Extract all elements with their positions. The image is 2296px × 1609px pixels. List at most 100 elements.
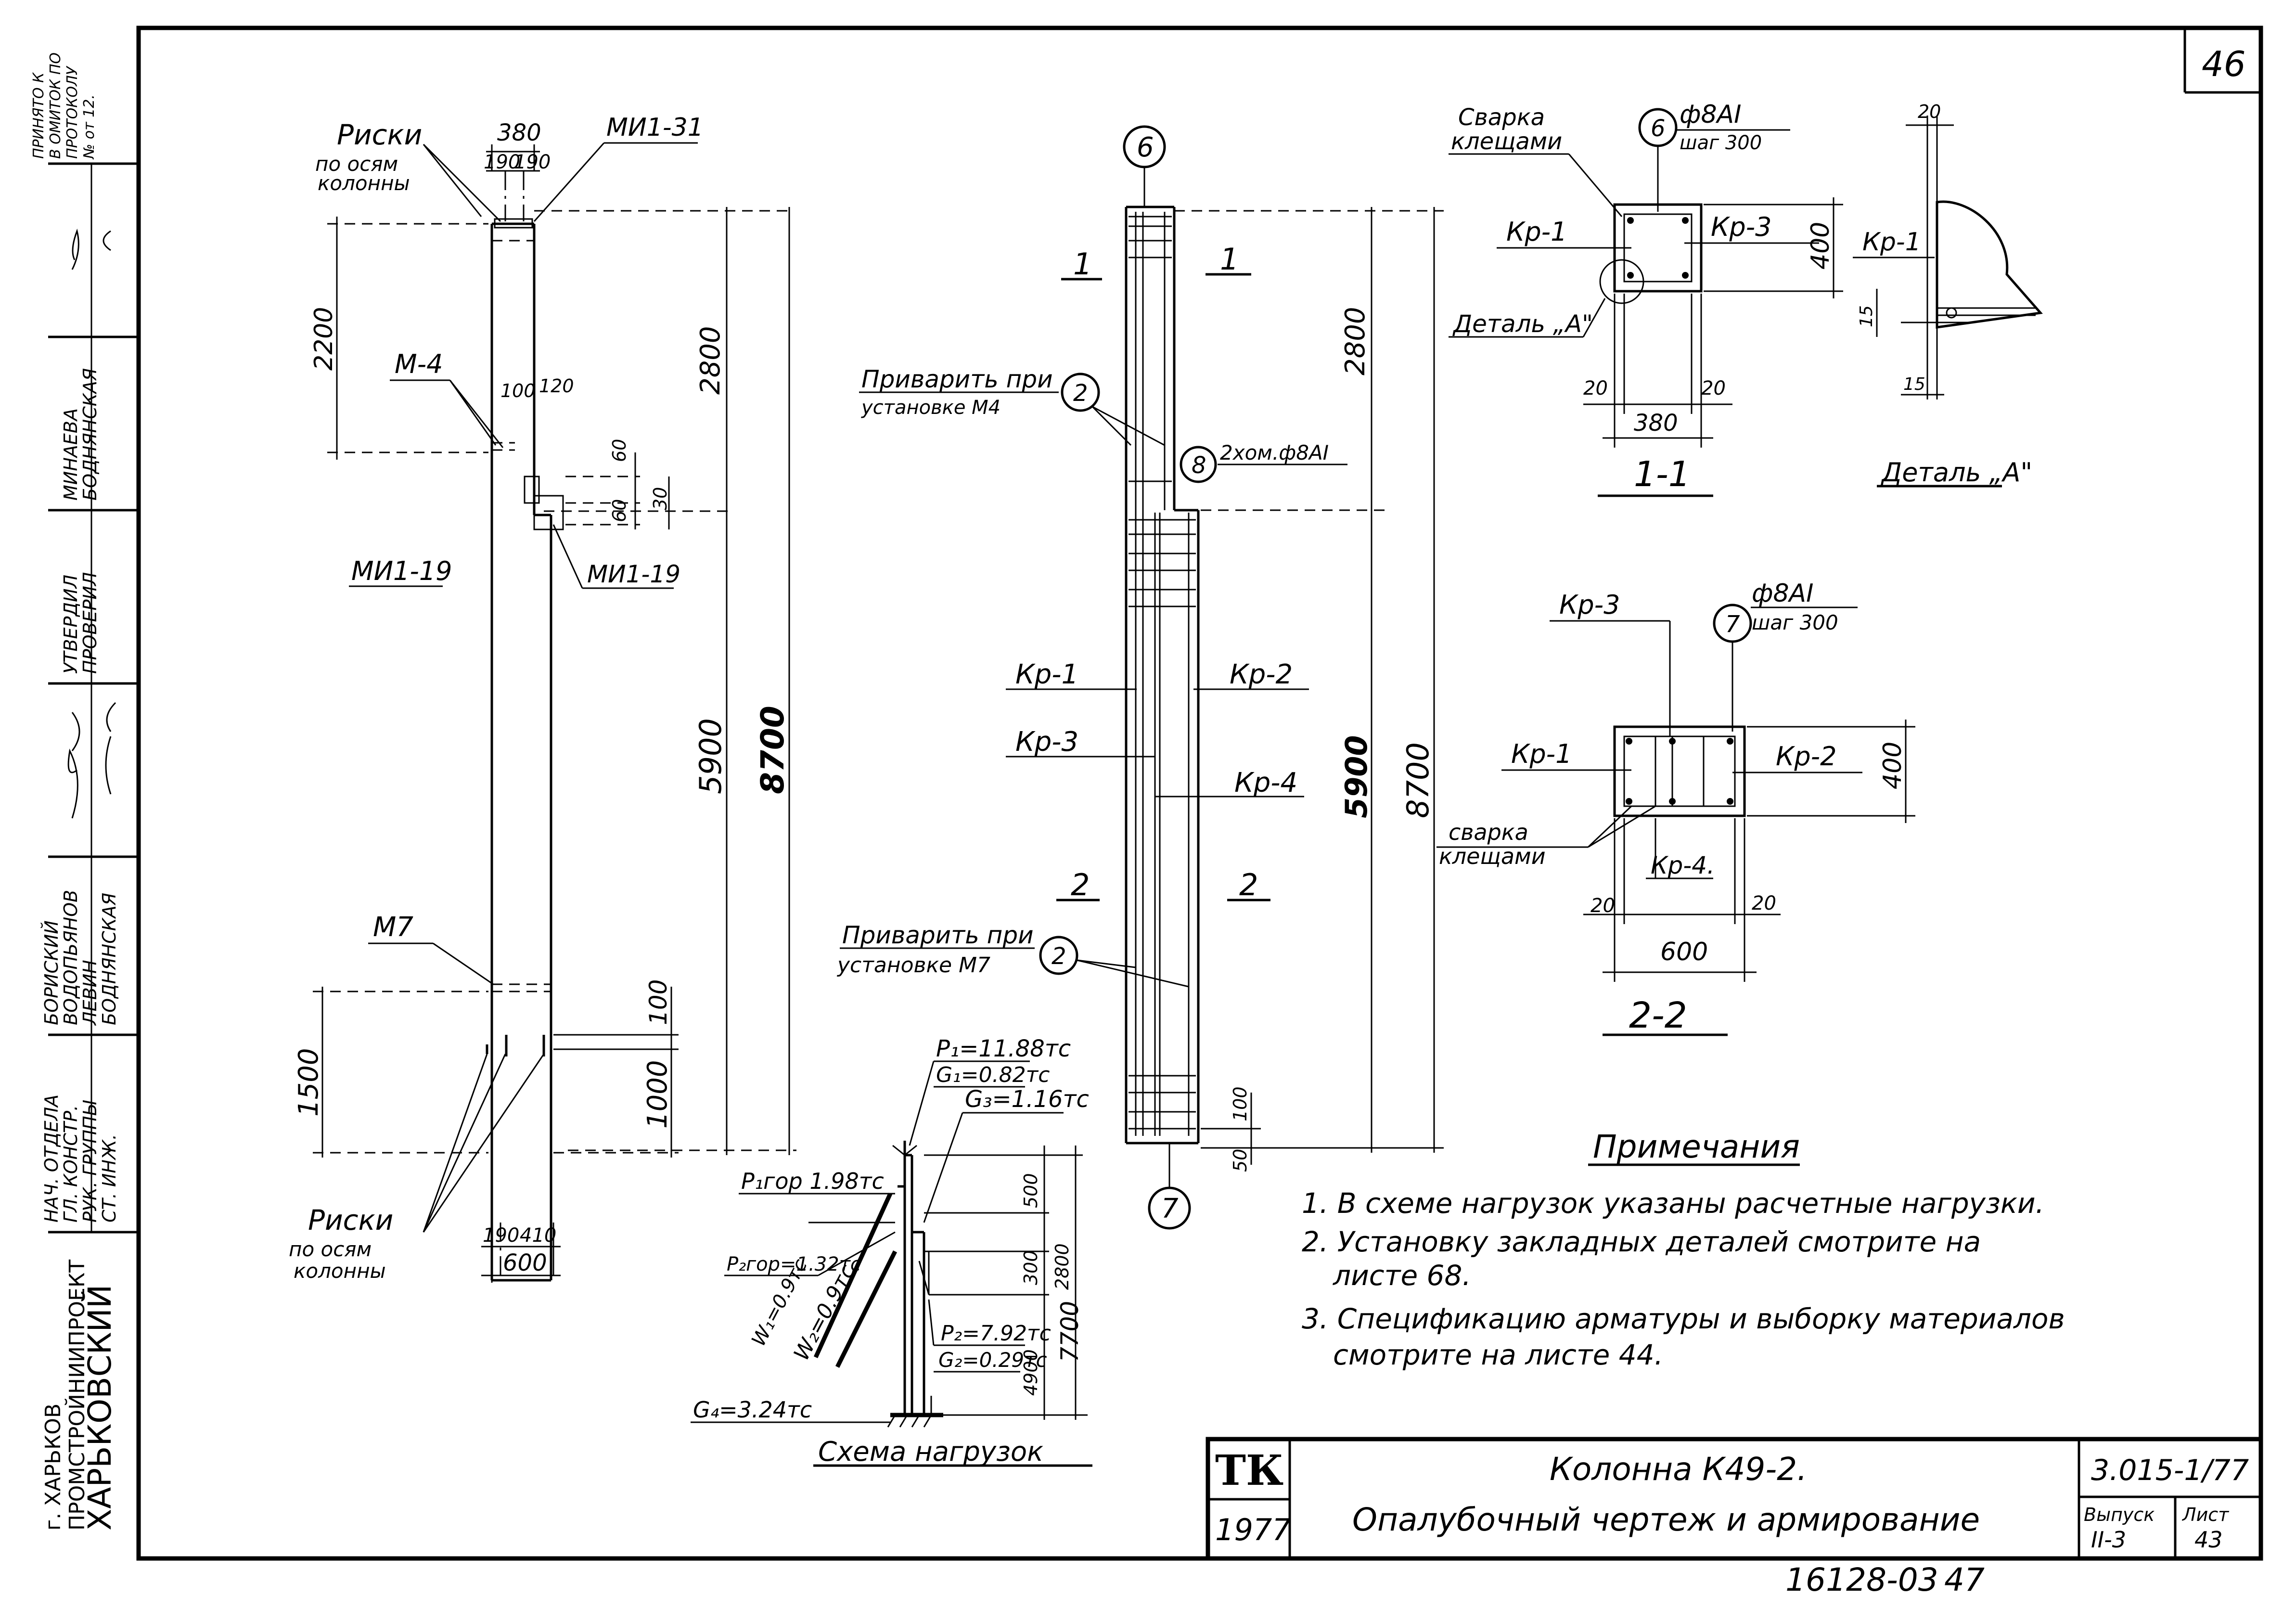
elev-risk-bot: Риски — [308, 1204, 393, 1236]
reinf-mark-bot: 7 — [1161, 1193, 1179, 1224]
stamp-checked-name1: МИНАЕВА — [60, 408, 81, 501]
reinf-weld-note2: Приварить при — [842, 921, 1034, 949]
title-issue: II-3 — [2091, 1527, 2126, 1553]
title-block: ТК 1977 Колонна К49-2. Опалубочный черте… — [1206, 1437, 2263, 1561]
stamp-role-4: СТ. ИНЖ. — [99, 1134, 120, 1223]
reinf-sec2-right: 2 — [1239, 867, 1258, 902]
reinf-dim-2800: 2800 — [1340, 307, 1371, 375]
reinf-weld-note2b: установке М7 — [836, 953, 990, 978]
sec11-kr3: Кр-3 — [1711, 212, 1771, 242]
sec22-dim-20a: 20 — [1591, 895, 1615, 917]
sheet-frame — [136, 26, 2263, 1561]
stamp-top-note4: № от 12. — [81, 94, 98, 160]
page-number: 46 — [2202, 44, 2246, 84]
stamp-checked-label1: УТВЕРДИЛ — [60, 575, 81, 674]
stamp-name-3: ЛЕВИН — [79, 960, 101, 1026]
load-scheme: P₁=11.88тс G₁=0.82тс G₃=1.16тс P₁гор 1.9… — [691, 1035, 1092, 1467]
title-code: 3.015-1/77 — [2091, 1454, 2249, 1487]
elev-mi1-19-left: МИ1-19 — [351, 556, 452, 586]
sec11-mark: 6 — [1651, 115, 1666, 142]
reinf-kr2: Кр-2 — [1230, 659, 1293, 690]
detail-a: 20 Кр-1 15 15 Деталь „А" — [1853, 101, 2043, 488]
stamp-role-1: НАЧ. ОТДЕЛА — [41, 1094, 62, 1223]
stamp-top-note3: ПРОТОКОЛУ — [64, 65, 81, 159]
reinf-kr4: Кр-4 — [1234, 767, 1297, 798]
side-stamp: ХАРЬКОВСКИЙ ПРОМСТРОЙНИИПРОЕКТ г. ХАРЬКО… — [30, 52, 139, 1531]
elev-dim-600: 600 — [503, 1249, 547, 1276]
section-1-1: Сварка клещами 6 ф8АI шаг 300 Кр-1 Кр-3 … — [1449, 100, 1843, 497]
elev-dim-2800: 2800 — [695, 326, 726, 395]
stamp-signature-2 — [67, 736, 112, 819]
stamp-org-line3: г. ХАРЬКОВ — [41, 1403, 65, 1531]
title-year: 1977 — [1215, 1512, 1291, 1547]
detail-a-marker — [1599, 259, 1644, 304]
sec11-detail: Деталь „А" — [1452, 310, 1593, 338]
column-reinforcement: 6 7 1 1 2 2 Приварить при установке М4 2… — [836, 125, 1444, 1230]
stamp-org-line2: ПРОМСТРОЙНИИПРОЕКТ — [64, 1260, 90, 1531]
elev-dim-410: 410 — [520, 1224, 556, 1247]
sec22-dim-600: 600 — [1660, 938, 1708, 966]
elev-dim-2200: 2200 — [309, 307, 338, 371]
notes-2a: 2. Установку закладных деталей смотрите … — [1302, 1225, 1981, 1258]
elev-dim-100b: 100 — [644, 979, 672, 1025]
title-sheet: 43 — [2194, 1527, 2223, 1553]
load-g4: G₄=3.24тс — [693, 1397, 812, 1423]
load-title: Схема нагрузок — [818, 1436, 1043, 1467]
detail-kr1: Кр-1 — [1862, 228, 1921, 257]
sec22-kr2: Кр-2 — [1776, 741, 1836, 772]
notes-title: Примечания — [1593, 1128, 1800, 1165]
sec11-step: шаг 300 — [1680, 132, 1762, 154]
reinf-sec2-left: 2 — [1071, 867, 1090, 902]
elev-risk-top-sub1: по осям — [315, 152, 398, 176]
elev-risk-bot-sub1: по осям — [289, 1237, 372, 1261]
sec22-dim-20b: 20 — [1752, 892, 1776, 914]
stamp-top-note1: ПРИНЯТО К — [30, 72, 47, 159]
notes-2b: листе 68. — [1333, 1259, 1471, 1292]
stamp-name-2: ВОДОПЬЯНОВ — [60, 890, 81, 1025]
notes-3a: 3. Спецификацию арматуры и выборку матер… — [1302, 1302, 2065, 1335]
sec11-dim-400: 400 — [1806, 222, 1835, 270]
elev-dim-30: 30 — [650, 487, 671, 510]
elev-risk-bot-sub2: колонны — [294, 1259, 386, 1283]
elev-m4: М-4 — [395, 349, 443, 379]
elev-dim-380: 380 — [497, 119, 541, 146]
elev-mi1-19-right: МИ1-19 — [587, 560, 680, 588]
elev-dim-60a: 60 — [609, 439, 630, 462]
title-line2: Опалубочный чертеж и армирование — [1352, 1501, 1980, 1538]
sec11-bar: ф8АI — [1680, 100, 1741, 129]
load-p1: P₁=11.88тс — [936, 1035, 1071, 1062]
notes-3b: смотрите на листе 44. — [1333, 1339, 1663, 1371]
sec22-title: 2-2 — [1629, 995, 1687, 1036]
elev-dim-190a: 190 — [484, 151, 520, 173]
load-g1: G₁=0.82тс — [936, 1063, 1050, 1087]
reinf-dim-8700: 8700 — [1400, 742, 1436, 818]
notes-1: 1. В схеме нагрузок указаны расчетные на… — [1302, 1187, 2044, 1220]
elev-dim-5900: 5900 — [693, 718, 728, 794]
reinf-dim-50: 50 — [1230, 1149, 1251, 1172]
load-p2: P₂=7.92тс — [941, 1321, 1051, 1346]
sec22-dim-400: 400 — [1878, 742, 1907, 789]
reinf-mark8: 8 — [1192, 452, 1206, 479]
elev-dim-120: 120 — [539, 375, 574, 397]
load-g2: G₂=0.29тс — [938, 1348, 1047, 1372]
sec11-title: 1-1 — [1634, 454, 1691, 494]
stamp-role-2: ГЛ. КОНСТР. — [60, 1105, 81, 1223]
sec11-dim-20b: 20 — [1701, 377, 1726, 399]
load-g3: G₃=1.16тс — [965, 1086, 1089, 1113]
sec22-mark: 7 — [1725, 611, 1740, 638]
detail-dim-15a: 15 — [1857, 305, 1876, 327]
sec22-kr3: Кр-3 — [1559, 590, 1620, 620]
reinf-mark8-label: 2хом.ф8АI — [1220, 441, 1329, 464]
sec11-dim-20a: 20 — [1583, 377, 1608, 399]
detail-dim-20: 20 — [1918, 101, 1941, 122]
sec22-weld: сварка — [1449, 819, 1528, 845]
elev-dim-190b: 190 — [514, 151, 551, 173]
bottom-note: 16128-03 — [1785, 1561, 1938, 1598]
sec22-kr4: Кр-4. — [1651, 851, 1715, 879]
elev-mi1-31: МИ1-31 — [606, 113, 704, 142]
sec11-dim-380: 380 — [1634, 410, 1678, 437]
load-p1gor: P₁гор 1.98тс — [741, 1168, 884, 1194]
sec22-bar: ф8АI — [1752, 579, 1813, 608]
load-dim-300: 300 — [1020, 1250, 1041, 1285]
